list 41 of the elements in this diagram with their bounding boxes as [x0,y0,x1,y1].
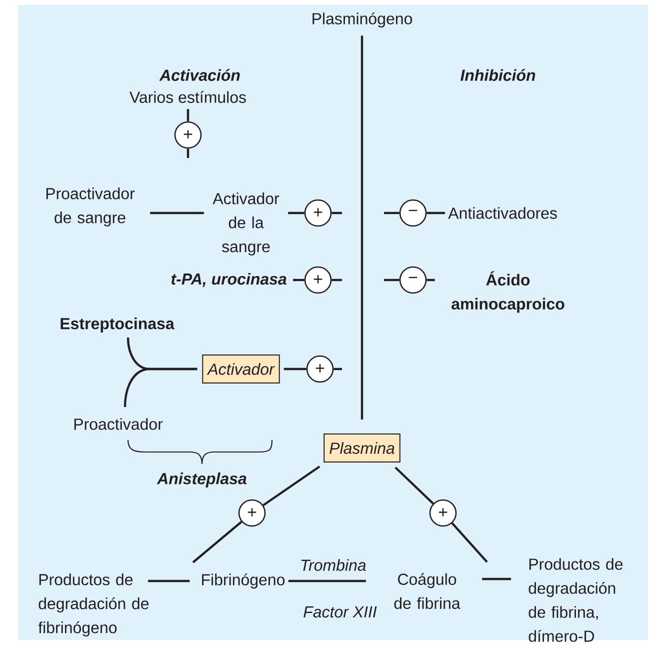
term-label: t-PA, urocinasa [171,272,286,288]
term-label: Productos de degradación de fibrina, dímero-D [528,558,623,642]
edge-label: Trombina [298,558,368,572]
connector-line [384,212,400,214]
connector-line [426,212,445,214]
connector-line [384,278,400,282]
connector-line [332,212,342,214]
highlight-box: Activador [202,354,280,384]
connector-line [334,368,342,370]
connector-line [451,522,488,563]
connector-line [186,109,190,122]
term-label: Coágulo de fibrina [394,573,460,609]
term-label: Productos de degradación de fibrinógeno [38,574,149,636]
brace-label: Anisteplasa [156,472,246,488]
term-label: Ácido aminocaproico [452,271,564,313]
connector-line [394,466,434,504]
section-heading: Inhibición [460,69,536,81]
term-label: Varios estímulos [130,91,246,103]
term-label: Antiactivadores [448,207,557,219]
connector-line [288,212,304,214]
highlight-box: Plasmina [324,434,400,462]
connector-line [186,148,190,158]
connector-line [332,278,342,282]
connector-line [192,520,242,564]
connector-line [482,578,511,580]
connector-line [360,36,364,420]
term-label: Proactivador [74,418,163,430]
connector-line [284,368,306,370]
section-heading: Activación [159,69,240,81]
connector-line [150,212,204,214]
connector-line [124,368,198,408]
connector-line [288,580,366,582]
term-label: Estreptocinasa [60,318,174,332]
term-label: Proactivador de sangre [46,188,135,226]
term-label: Plasminógeno [312,12,412,28]
term-label: Fibrinógeno [202,573,285,589]
connector-line [262,466,320,506]
factor-label: Factor XIII [304,606,377,618]
term-label: Activador de la sangre [212,192,280,256]
connector-line [293,278,304,282]
connector-line [426,278,435,282]
